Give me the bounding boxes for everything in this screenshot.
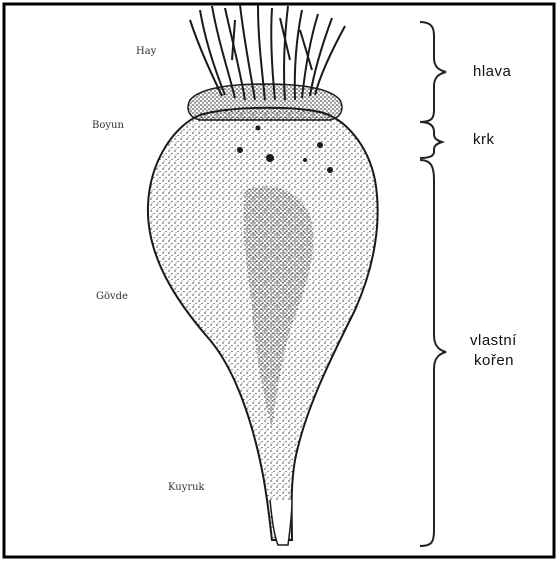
side-label-krk: krk (473, 130, 495, 149)
label-body: Gövde (96, 291, 128, 302)
brace-koren (420, 160, 446, 546)
side-label-vlastni: vlastní (470, 331, 517, 350)
label-tail: Kuyruk (168, 482, 205, 493)
brace-hlava (420, 22, 446, 122)
label-head: Boyun (92, 120, 124, 131)
side-label-hlava: hlava (473, 62, 511, 81)
side-label-koren: kořen (474, 351, 514, 370)
brace-krk (420, 122, 442, 158)
label-leaf: Hay (136, 46, 156, 57)
side-braces (420, 22, 446, 546)
